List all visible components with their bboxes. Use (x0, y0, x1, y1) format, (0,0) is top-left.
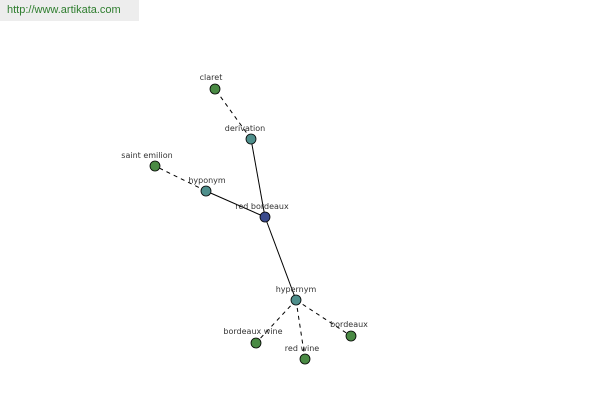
node-hyponym[interactable]: hyponym (188, 176, 226, 197)
node-circle-hypernym[interactable] (290, 294, 302, 306)
node-saint-emilion[interactable]: saint emilion (121, 151, 173, 172)
edge-hypernym-to-red-wine (295, 299, 306, 360)
edges-layer (154, 88, 352, 360)
node-circle-claret[interactable] (209, 83, 221, 95)
node-label-hyponym: hyponym (188, 176, 226, 185)
node-circle-bordeaux[interactable] (345, 330, 357, 342)
edge-red-bordeaux-to-hyponym (205, 190, 266, 218)
node-bordeaux[interactable]: bordeaux (330, 320, 368, 342)
edge-hypernym-to-bordeaux-wine (255, 299, 297, 344)
node-label-red-wine: red wine (285, 344, 319, 353)
node-circle-saint-emilion[interactable] (149, 160, 161, 172)
node-label-derivation: derivation (225, 124, 265, 133)
edge-derivation-to-claret (214, 88, 252, 140)
edge-red-bordeaux-to-hypernym (264, 216, 297, 301)
node-label-red-bordeaux: red bordeaux (235, 202, 289, 211)
node-hypernym[interactable]: hypernym (276, 285, 317, 306)
node-bordeaux-wine[interactable]: bordeaux wine (223, 327, 283, 349)
node-label-claret: claret (200, 73, 223, 82)
node-circle-red-wine[interactable] (299, 353, 311, 365)
node-label-bordeaux-wine: bordeaux wine (223, 327, 282, 336)
node-label-hypernym: hypernym (276, 285, 317, 294)
node-label-bordeaux: bordeaux (330, 320, 368, 329)
node-derivation[interactable]: derivation (225, 124, 265, 145)
source-url-link[interactable]: http://www.artikata.com (0, 0, 139, 21)
node-circle-bordeaux-wine[interactable] (250, 337, 262, 349)
node-label-saint-emilion: saint emilion (121, 151, 172, 160)
edge-hyponym-to-saint-emilion (154, 165, 207, 192)
node-circle-red-bordeaux[interactable] (259, 211, 271, 223)
node-circle-derivation[interactable] (245, 133, 257, 145)
edge-red-bordeaux-to-derivation (250, 138, 266, 218)
nodes-layer: red bordeaux derivation hyponym hypernym cla… (121, 73, 368, 365)
node-red-wine[interactable]: red wine (285, 344, 319, 365)
edge-hypernym-to-bordeaux (295, 299, 352, 337)
node-claret[interactable]: claret (200, 73, 223, 95)
node-circle-hyponym[interactable] (200, 185, 212, 197)
node-red-bordeaux[interactable]: red bordeaux (235, 202, 289, 223)
